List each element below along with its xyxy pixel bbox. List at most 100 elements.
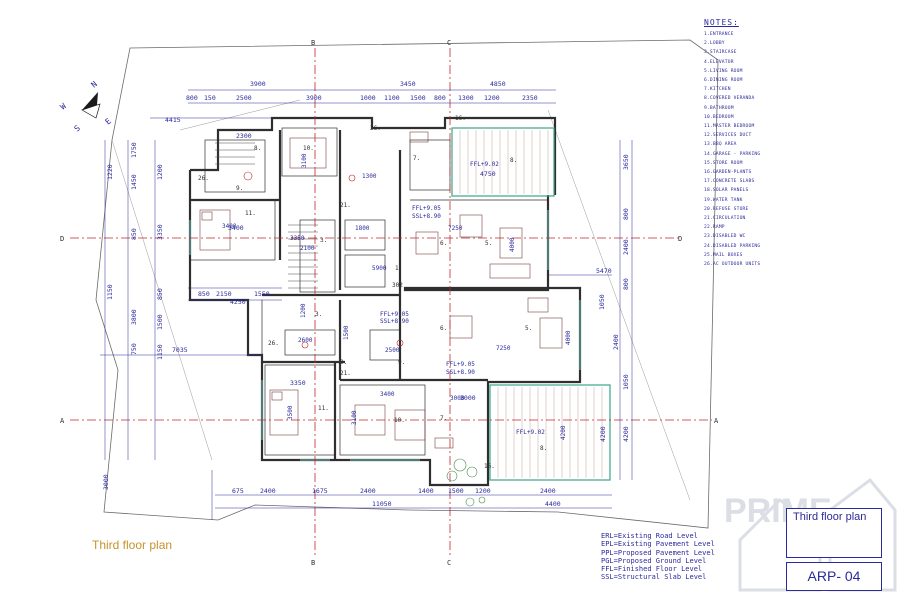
room-num-12: 3. [320, 237, 327, 244]
note-item: 21.CIRCULATION [704, 216, 746, 222]
dim-right-4: 800 [622, 278, 630, 290]
note-item: 26.AC OUTDOOR UNITS [704, 262, 761, 268]
section-d-right: D [678, 235, 682, 243]
dim-b2-1: 4400 [545, 500, 561, 508]
dim-r2-5: 1100 [384, 94, 400, 102]
dim-left-6: 750 [130, 343, 138, 355]
note-item: 20.REFUSE STORE [704, 206, 749, 212]
room-num-1: 10. [303, 145, 314, 152]
level-5: FFL+9.05 [446, 361, 475, 368]
room-dim-16: 1200 [300, 303, 307, 318]
dim-mid-6: 5470 [596, 267, 612, 275]
north-letter-s: S [73, 123, 83, 133]
dim-right-2: 2400 [622, 239, 630, 255]
dim-r2-8: 1300 [458, 94, 474, 102]
level-6: SSL+8.90 [446, 369, 475, 376]
room-dim-0: 3400 [222, 223, 237, 230]
room-dim-4: 4000 [565, 330, 572, 345]
room-num-0: 8. [254, 145, 261, 152]
room-dim-13: 2600 [298, 337, 313, 344]
dim-bottom-left: 3000 [102, 474, 110, 490]
dim-left-8: 1500 [156, 314, 164, 330]
staircase-hatch [215, 142, 318, 289]
furniture [199, 131, 563, 449]
room-num-24: 8. [540, 445, 547, 452]
dim-right-0: 3650 [622, 154, 630, 170]
dim-mid-0: 850 [198, 290, 210, 298]
dim-left-4: 3350 [156, 224, 164, 240]
dim-right-8: 4200 [622, 426, 630, 442]
dim-left-3: 850 [130, 228, 138, 240]
room-num-21: 11. [318, 405, 329, 412]
room-dim-7: 3500 [287, 405, 294, 420]
note-item: 3.STAIRCASE [704, 50, 737, 56]
room-num-4: 7. [413, 155, 420, 162]
section-a-left: A [60, 417, 65, 425]
dim-left-2: 1200 [156, 164, 164, 180]
dim-b1-5: 1500 [448, 487, 464, 495]
dim-r2-3: 3900 [306, 94, 322, 102]
room-num-20: 21. [340, 370, 351, 377]
level-0: FFL+9.05 [412, 205, 441, 212]
section-c-bottom: C [447, 559, 451, 567]
dim-mid-3: 4250 [230, 298, 246, 306]
dim-b1-7: 2400 [540, 487, 556, 495]
drawing-title: Third floor plan [793, 511, 867, 523]
note-item: 6.DINING ROOM [704, 78, 743, 84]
section-d-left: D [60, 235, 64, 243]
north-letter-e: E [104, 116, 114, 126]
plot-boundary [95, 39, 719, 529]
room-dim-11: 4200 [560, 425, 567, 440]
note-item: 2.LOBBY [704, 41, 725, 47]
dim-left-9: 1150 [156, 344, 164, 360]
room-num-19: 3. [315, 311, 322, 318]
legend-item: ERL=Existing Road Level [601, 532, 698, 540]
note-item: 16.GARDEN-PLANTS [704, 170, 752, 176]
level-7: FFL+9.02 [516, 429, 545, 436]
section-c-top: C [447, 39, 451, 47]
section-axes [70, 48, 712, 558]
note-item: 14.GARAGE - PARKING [704, 151, 761, 157]
room-num-18: 9. [340, 359, 347, 366]
room-dim-15: 2100 [300, 245, 315, 252]
room-num-14: 302 [392, 282, 403, 289]
dim-top-1: 3900 [250, 80, 266, 88]
room-dim-14: 1800 [355, 225, 370, 232]
room-dim-19: 1300 [362, 173, 377, 180]
note-item: 18.SOLAR PANELS [704, 188, 749, 194]
room-num-15: 6. [440, 325, 447, 332]
room-num-8: 11. [245, 210, 256, 217]
dim-mid-5: 3350 [290, 379, 306, 387]
dim-right-1: 800 [622, 208, 630, 220]
room-dim-2: 4000 [509, 237, 516, 252]
note-item: 8.COVERED VERANDA [704, 96, 755, 102]
note-item: 10.BEDROOM [704, 114, 734, 120]
dim-small-2: 3400 [228, 224, 244, 232]
legend-item: EPL=Existing Pavement Level [601, 540, 715, 549]
notes-heading: NOTES: [704, 18, 739, 27]
note-item: 24.DISABLED PARKING [704, 243, 761, 249]
dim-right-5: 2400 [612, 334, 620, 350]
dim-small-4: 4750 [480, 170, 496, 178]
sheet-number-block: ARP- 04 [786, 562, 882, 591]
dim-mid-4: 7035 [172, 346, 188, 354]
room-num-26: 9. [398, 359, 405, 366]
dim-r2-9: 1200 [484, 94, 500, 102]
dim-left-0: 1750 [130, 142, 138, 158]
note-item: 7.KITCHEN [704, 87, 731, 93]
room-num-9: 21. [340, 202, 351, 209]
title-block: Third floor plan [786, 508, 882, 558]
note-item: 5.LIVING ROOM [704, 68, 743, 74]
room-dim-8: 3400 [380, 391, 395, 398]
room-dim-18: 5900 [372, 265, 387, 272]
room-num-5: 16. [455, 115, 466, 122]
dim-small-0: 2300 [236, 132, 252, 140]
covered-veranda-upper [451, 127, 555, 197]
dim-small-1: 4415 [165, 116, 181, 124]
plan-caption: Third floor plan [92, 538, 173, 552]
room-num-22: 10. [394, 417, 405, 424]
north-letter-w: W [59, 101, 69, 111]
note-item: 25.MAIL BOXES [704, 252, 743, 258]
